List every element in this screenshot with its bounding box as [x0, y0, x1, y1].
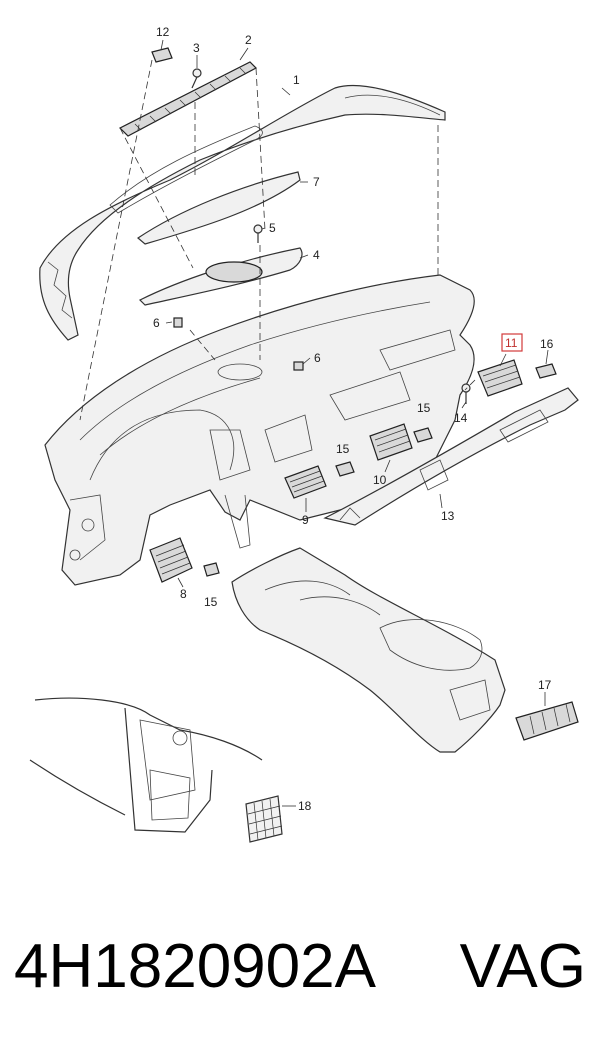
callout-2: 2 [245, 33, 252, 47]
caption-bar: 4H1820902A VAG [0, 922, 600, 1012]
callout-labels: 1 2 3 4 5 6 6 7 8 9 10 11 12 13 14 15 15… [153, 25, 554, 813]
assembly-guide-lines [79, 59, 476, 421]
center-console [231, 547, 506, 753]
highlight-box-part-11 [501, 333, 523, 352]
air-vent-part-9 [284, 465, 327, 499]
footwell-side-panel [29, 697, 263, 833]
screw-part-3 [191, 68, 202, 89]
defrost-vent-strip [118, 61, 257, 137]
part-number: 4H1820902A [14, 932, 376, 1001]
callout-8: 8 [180, 587, 187, 601]
air-vent-part-8 [149, 537, 193, 583]
callout-6-right: 6 [314, 351, 321, 365]
clip-part-12 [151, 47, 173, 63]
callout-13: 13 [441, 509, 455, 523]
callout-12: 12 [156, 25, 170, 39]
callout-11: 11 [505, 336, 518, 350]
callout-1: 1 [293, 73, 300, 87]
clip-part-16 [535, 363, 557, 379]
callout-9: 9 [302, 513, 309, 527]
rear-air-vent-part-17 [515, 701, 579, 741]
brand-label: VAG [459, 932, 586, 1001]
callout-18: 18 [298, 799, 312, 813]
trim-cover-part-7 [137, 171, 301, 245]
air-vent-part-11 [477, 359, 523, 397]
air-vent-part-10 [369, 423, 413, 461]
dashboard-top-trim [39, 84, 446, 341]
callout-16: 16 [540, 337, 554, 351]
callout-15-middle: 15 [336, 442, 350, 456]
grille-part-18 [245, 795, 283, 843]
callout-14: 14 [454, 411, 468, 425]
callout-15-upper: 15 [417, 401, 431, 415]
trim-strip-part-13 [323, 387, 579, 526]
screw-part-5 [253, 224, 263, 243]
callout-17: 17 [538, 678, 552, 692]
exploded-parts-diagram: 1 2 3 4 5 6 6 7 8 9 10 11 12 13 14 15 15… [29, 25, 579, 843]
dashboard-carrier [44, 274, 475, 586]
callout-4: 4 [313, 248, 320, 262]
callout-15-lower: 15 [204, 595, 218, 609]
callout-7: 7 [313, 175, 320, 189]
leader-lines [160, 39, 549, 807]
clip-part-15-lower [203, 562, 220, 577]
clip-part-15-upper [413, 427, 433, 443]
callout-5: 5 [269, 221, 276, 235]
screw-part-14 [461, 383, 471, 404]
callout-6-left: 6 [153, 316, 160, 330]
clip-part-6-left [173, 317, 183, 328]
callout-3: 3 [193, 41, 200, 55]
speaker-grille-part-4 [138, 247, 303, 306]
callout-10: 10 [373, 473, 387, 487]
clip-part-6-right [293, 361, 304, 371]
clip-part-15-middle [335, 461, 355, 477]
